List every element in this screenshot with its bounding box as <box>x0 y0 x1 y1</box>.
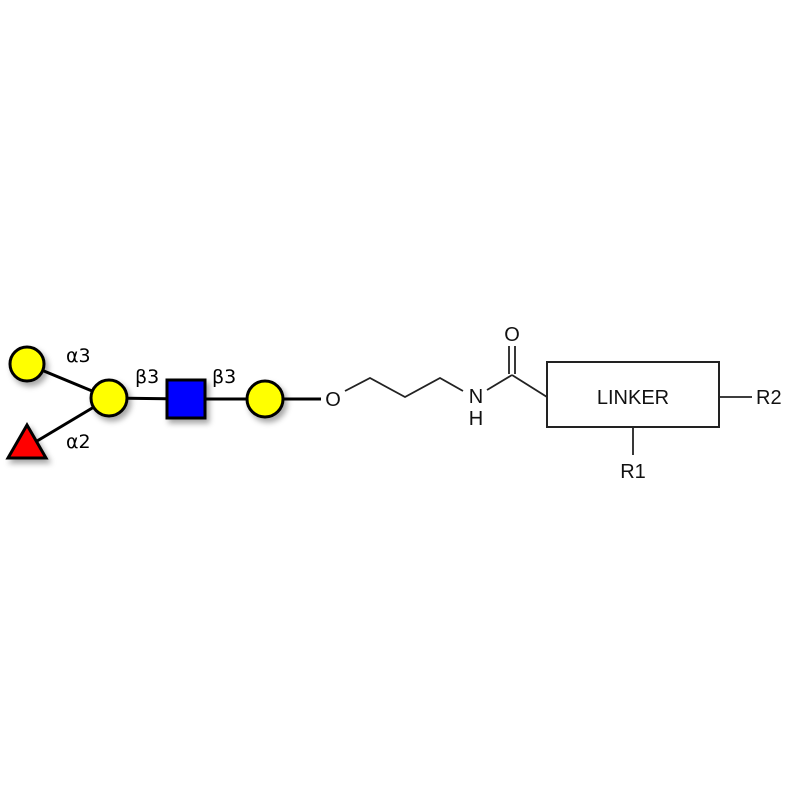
r1-label: R1 <box>620 461 646 483</box>
galactose-branch-point <box>89 378 129 418</box>
linkage-label-beta3-first: β3 <box>135 366 159 388</box>
linkage-label-alpha3: α3 <box>66 345 91 367</box>
galactose-top-branch <box>8 345 46 383</box>
linkage-label-alpha2: α2 <box>66 431 91 453</box>
oxygen-atom-label: O <box>325 389 341 411</box>
galactose-reducing-end <box>245 379 285 419</box>
r2-label: R2 <box>756 387 782 409</box>
propyl-chain <box>344 376 464 399</box>
linker-label: LINKER <box>597 387 669 409</box>
nitrogen-atom-label: N <box>469 386 483 408</box>
fucose-triangle <box>5 421 49 460</box>
glcnac-square <box>165 378 207 420</box>
linkage-label-beta3-second: β3 <box>212 366 236 388</box>
hydrogen-atom-label: H <box>469 408 483 430</box>
amide-bonds <box>486 346 548 398</box>
carbonyl-oxygen-label: O <box>504 324 520 346</box>
